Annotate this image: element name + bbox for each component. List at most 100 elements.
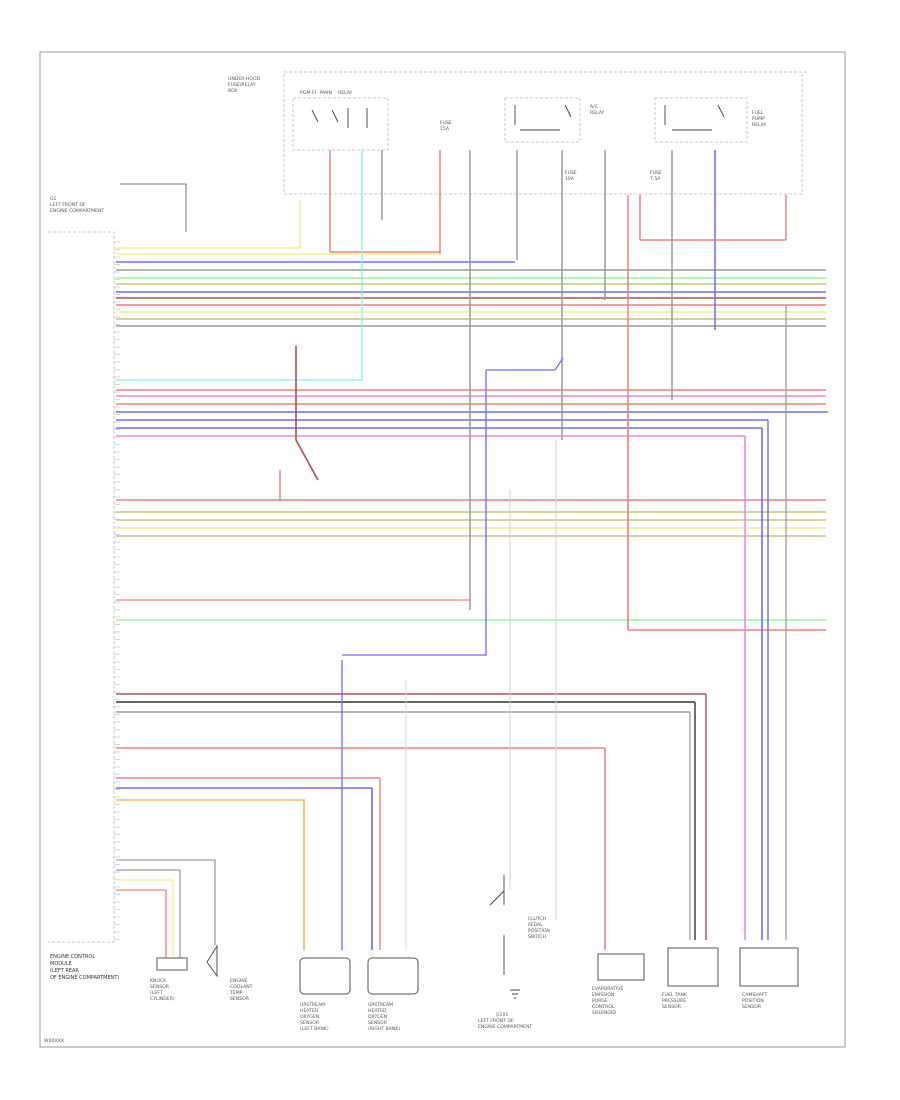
svg-text:ENGINE CONTROL: ENGINE CONTROL: [50, 954, 95, 960]
svg-text:15A: 15A: [440, 126, 450, 132]
sensor-wire: [486, 357, 564, 371]
diagram-frame: [39, 51, 846, 1048]
svg-text:10A: 10A: [565, 176, 575, 182]
svg-text:OXYGEN: OXYGEN: [368, 1014, 387, 1020]
svg-text:OF ENGINE COMPARTMENT): OF ENGINE COMPARTMENT): [50, 975, 119, 981]
svg-text:G1: G1: [50, 196, 57, 202]
oxygen-sensor-right-label: UPSTREAM HEATED OXYGEN SENSOR (RIGHT BAN…: [368, 1002, 400, 1032]
svg-text:SENSOR: SENSOR: [150, 984, 170, 990]
relay-switch-icon: [664, 104, 725, 131]
evap-purge-solenoid: [597, 953, 645, 981]
svg-text:7.5A: 7.5A: [650, 176, 661, 182]
svg-text:OXYGEN: OXYGEN: [300, 1014, 319, 1020]
footer-id: W4XXXX: [44, 1038, 64, 1044]
svg-text:RELAY: RELAY: [590, 110, 605, 116]
component-group: [156, 875, 799, 999]
coolant-wire: [116, 859, 216, 945]
svg-text:LEFT FRONT OF: LEFT FRONT OF: [50, 202, 86, 208]
svg-text:SENSOR: SENSOR: [230, 996, 250, 1002]
camshaft-position-sensor: [739, 947, 799, 987]
svg-text:MODULE: MODULE: [50, 961, 72, 967]
svg-text:BOX: BOX: [228, 88, 238, 94]
sensor-wire: [342, 370, 487, 656]
svg-text:PUMP: PUMP: [752, 116, 765, 122]
svg-text:HEATED: HEATED: [300, 1008, 319, 1014]
svg-text:FUSE/RELAY: FUSE/RELAY: [228, 82, 256, 88]
svg-text:MAIN: MAIN: [320, 90, 332, 96]
cyan-wire: [116, 240, 363, 381]
svg-text:KNOCK: KNOCK: [150, 978, 167, 984]
svg-text:SOLENOID: SOLENOID: [592, 1010, 616, 1016]
coolant-sensor-label: ENGINE COOLANT TEMP SENSOR: [229, 978, 253, 1002]
ground-wire: [120, 183, 187, 232]
clutch-switch-symbol: [489, 875, 505, 975]
evap-solenoid-label: EVAPORATIVE EMISSION PURGE CONTROL SOLEN…: [592, 986, 623, 1016]
svg-text:FUSE: FUSE: [440, 120, 452, 126]
relay-2-label: FUEL PUMP RELAY: [752, 110, 767, 128]
svg-text:UPSTREAM: UPSTREAM: [300, 1002, 325, 1008]
relay-2-box: [654, 97, 748, 143]
svg-text:POSITION: POSITION: [742, 998, 764, 1004]
svg-text:SENSOR: SENSOR: [742, 1004, 762, 1010]
ecm-connector-outline: [48, 231, 115, 943]
svg-text:G101: G101: [496, 1012, 508, 1018]
svg-text:COOLANT: COOLANT: [230, 984, 253, 990]
svg-text:HEATED: HEATED: [368, 1008, 387, 1014]
relay-1-label: A/C RELAY: [590, 104, 605, 116]
fuse-labels: FUSE 15A FUSE 10A FUSE 7.5A: [440, 120, 662, 182]
main-relay-label: PGM-FI MAIN RELAY: [300, 90, 353, 96]
svg-text:RELAY: RELAY: [338, 90, 353, 96]
svg-text:PRESSURE: PRESSURE: [662, 998, 686, 1004]
ecm-label: ENGINE CONTROL MODULE (LEFT REAR OF ENGI…: [50, 954, 119, 981]
svg-text:PGM-FI: PGM-FI: [300, 90, 316, 96]
top-ground-label: G1 LEFT FRONT OF ENGINE COMPARTMENT: [50, 196, 104, 214]
svg-text:TEMP: TEMP: [229, 990, 243, 996]
main-relay-box: [292, 97, 389, 151]
svg-text:ENGINE: ENGINE: [230, 978, 248, 984]
knock-sensor-label: KNOCK SENSOR (LEFT CYLINDER): [150, 978, 175, 1002]
svg-text:RELAY: RELAY: [752, 122, 767, 128]
svg-text:SENSOR: SENSOR: [300, 1020, 320, 1026]
svg-text:CYLINDER): CYLINDER): [150, 996, 175, 1002]
svg-text:LEFT FRONT OF: LEFT FRONT OF: [478, 1018, 514, 1024]
svg-text:(LEFT: (LEFT: [150, 990, 163, 996]
svg-text:(RIGHT BANK): (RIGHT BANK): [368, 1026, 400, 1032]
ground-icon: [510, 989, 520, 999]
svg-text:FUEL: FUEL: [752, 110, 764, 116]
oxygen-sensor-right: [367, 957, 419, 995]
svg-text:ENGINE COMPARTMENT: ENGINE COMPARTMENT: [478, 1024, 532, 1030]
svg-text:SENSOR: SENSOR: [662, 1004, 682, 1010]
relay-1-box: [504, 97, 581, 143]
svg-text:A/C: A/C: [590, 104, 598, 110]
relay-switch-icon: [514, 104, 572, 131]
svg-text:CLUTCH: CLUTCH: [528, 916, 546, 922]
svg-text:UNDER-HOOD: UNDER-HOOD: [228, 76, 261, 82]
svg-text:FUEL TANK: FUEL TANK: [662, 992, 688, 998]
svg-text:UPSTREAM: UPSTREAM: [368, 1002, 393, 1008]
svg-text:CAMSHAFT: CAMSHAFT: [742, 992, 767, 998]
svg-text:PEDAL: PEDAL: [528, 922, 543, 928]
clutch-switch-label: CLUTCH PEDAL POSITION SWITCH: [528, 916, 550, 940]
svg-text:EVAPORATIVE: EVAPORATIVE: [592, 986, 623, 992]
ground-label: G101 LEFT FRONT OF ENGINE COMPARTMENT: [478, 1012, 532, 1030]
knock-sensor-connector: [156, 957, 188, 971]
camshaft-sensor-label: CAMSHAFT POSITION SENSOR: [742, 992, 767, 1010]
svg-text:FUSE: FUSE: [565, 170, 577, 176]
svg-text:(LEFT REAR: (LEFT REAR: [50, 968, 79, 974]
svg-text:PURGE: PURGE: [592, 998, 608, 1004]
oxygen-sensor-left-label: UPSTREAM HEATED OXYGEN SENSOR (LEFT BANK…: [300, 1002, 329, 1032]
svg-text:(LEFT BANK): (LEFT BANK): [300, 1026, 329, 1032]
wire-harness: [114, 150, 828, 958]
brown-wire: [295, 346, 319, 481]
fuel-tank-pressure-sensor: [667, 947, 719, 987]
svg-text:POSITION: POSITION: [528, 928, 550, 934]
svg-text:FUSE: FUSE: [650, 170, 662, 176]
svg-text:EMISSION: EMISSION: [592, 992, 614, 998]
svg-text:ENGINE COMPARTMENT: ENGINE COMPARTMENT: [50, 208, 104, 214]
oxygen-sensor-left: [299, 957, 351, 995]
relay-switch-icon: [311, 108, 368, 128]
svg-text:SWITCH: SWITCH: [528, 934, 546, 940]
fuel-tank-sensor-label: FUEL TANK PRESSURE SENSOR: [662, 992, 688, 1010]
svg-text:SENSOR: SENSOR: [368, 1020, 388, 1026]
